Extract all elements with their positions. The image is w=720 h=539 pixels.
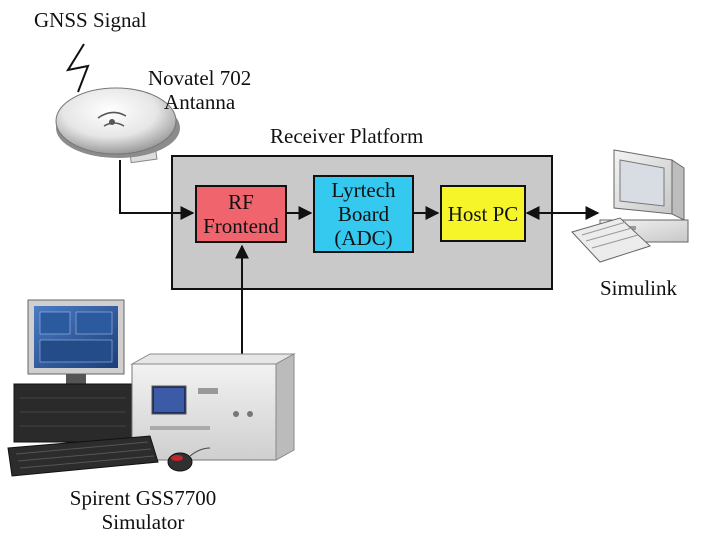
simulink-label: Simulink xyxy=(600,276,678,300)
lyrtech-label-line3: (ADC) xyxy=(334,226,393,250)
rf-frontend-label-line1: RF xyxy=(228,190,254,214)
simulator-label-line2: Simulator xyxy=(101,510,185,534)
host-pc-block: Host PC xyxy=(440,185,526,242)
rf-frontend-block: RF Frontend xyxy=(195,185,287,243)
host-pc-label: Host PC xyxy=(447,201,519,226)
simulator-label-line1: Spirent GSS7700 xyxy=(69,486,217,510)
receiver-platform-label: Receiver Platform xyxy=(270,124,424,148)
desktop-computer-icon xyxy=(571,149,689,263)
antenna-label-line2: Antanna xyxy=(164,90,236,114)
gnss-signal-label: GNSS Signal xyxy=(34,8,147,32)
antenna-label-line1: Novatel 702 xyxy=(148,66,252,90)
simulator-label: Spirent GSS7700 Simulator xyxy=(68,486,218,534)
lightning-signal-icon xyxy=(65,43,90,93)
lyrtech-label-line1: Lyrtech xyxy=(331,178,396,202)
rf-frontend-label-line2: Frontend xyxy=(203,214,279,238)
lyrtech-board-block: Lyrtech Board (ADC) xyxy=(313,175,414,253)
antenna-label: Novatel 702 Antanna xyxy=(148,66,251,114)
gnss-antenna-icon xyxy=(55,87,180,164)
simulator-workstation-icon xyxy=(7,299,296,477)
antenna-to-rf-arrow xyxy=(119,160,195,220)
lyrtech-label-line2: Board xyxy=(337,202,390,226)
